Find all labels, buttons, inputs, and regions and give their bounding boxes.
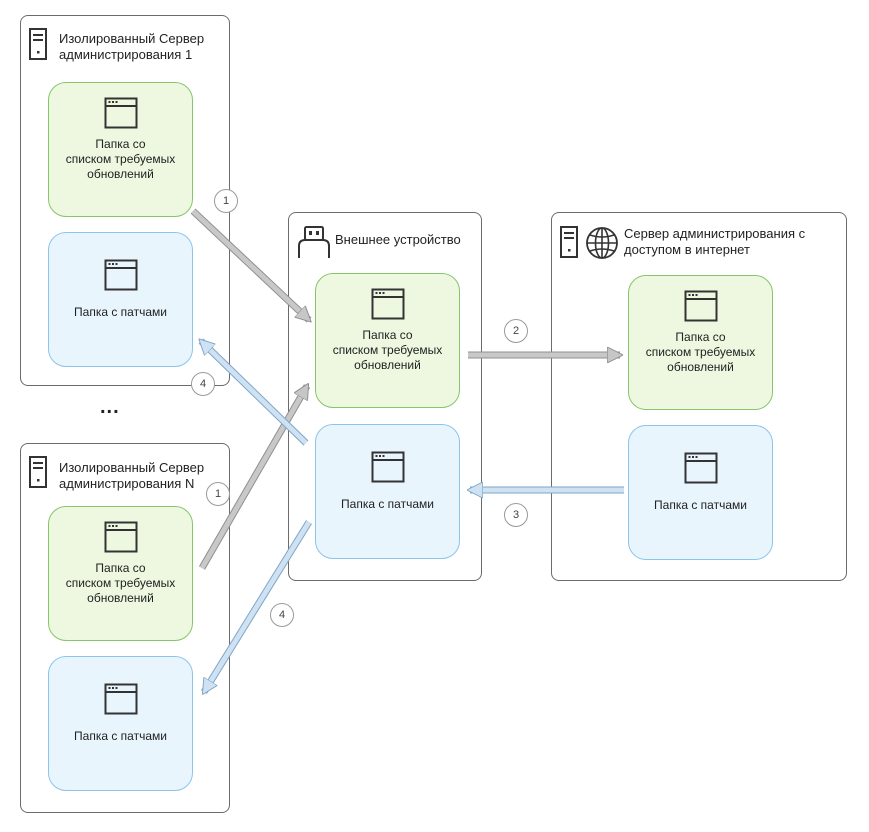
window-folder-icon — [684, 290, 717, 322]
server-icon — [560, 226, 578, 258]
globe-icon — [586, 227, 618, 259]
folder-label: Папка со списком требуемых обновлений — [65, 137, 176, 181]
step-badge-1-top: 1 — [214, 189, 238, 213]
internet-server-title: Сервер администрирования с доступом в ин… — [624, 226, 806, 257]
isolated-server-1-title: Изолированный Сервер администрирования 1 — [59, 31, 205, 62]
server-icon — [29, 28, 47, 60]
usb-drive-icon — [298, 226, 330, 258]
window-folder-icon — [104, 521, 137, 553]
window-folder-icon — [104, 97, 137, 129]
isolated-1-required-updates-folder: Папка со списком требуемых обновлений — [48, 82, 193, 217]
folder-label: Папка с патчами — [74, 305, 167, 319]
isolated-server-n-title: Изолированный Сервер администрирования N — [59, 460, 205, 491]
server-icon — [29, 456, 47, 488]
isolated-1-patches-folder: Папка с патчами — [48, 232, 193, 367]
window-folder-icon — [104, 683, 137, 715]
window-folder-icon — [371, 288, 404, 320]
step-badge-4-top: 4 — [191, 372, 215, 396]
step-badge-4-bottom: 4 — [270, 603, 294, 627]
folder-label: Папка со списком требуемых обновлений — [645, 330, 756, 374]
external-required-updates-folder: Папка со списком требуемых обновлений — [315, 273, 460, 408]
window-folder-icon — [684, 452, 717, 484]
external-device-title: Внешнее устройство — [335, 232, 461, 247]
more-servers-ellipsis: ... — [100, 396, 120, 418]
step-badge-2: 2 — [504, 319, 528, 343]
step-badge-3: 3 — [504, 503, 528, 527]
isolated-n-required-updates-folder: Папка со списком требуемых обновлений — [48, 506, 193, 641]
folder-label: Папка с патчами — [654, 498, 747, 512]
isolated-n-patches-folder: Папка с патчами — [48, 656, 193, 791]
folder-label: Папка с патчами — [74, 729, 167, 743]
folder-label: Папка с патчами — [341, 497, 434, 511]
window-folder-icon — [371, 451, 404, 483]
folder-label: Папка со списком требуемых обновлений — [65, 561, 176, 605]
folder-label: Папка со списком требуемых обновлений — [332, 328, 443, 372]
external-patches-folder: Папка с патчами — [315, 424, 460, 559]
internet-patches-folder: Папка с патчами — [628, 425, 773, 560]
internet-required-updates-folder: Папка со списком требуемых обновлений — [628, 275, 773, 410]
step-badge-1-bottom: 1 — [206, 482, 230, 506]
window-folder-icon — [104, 259, 137, 291]
